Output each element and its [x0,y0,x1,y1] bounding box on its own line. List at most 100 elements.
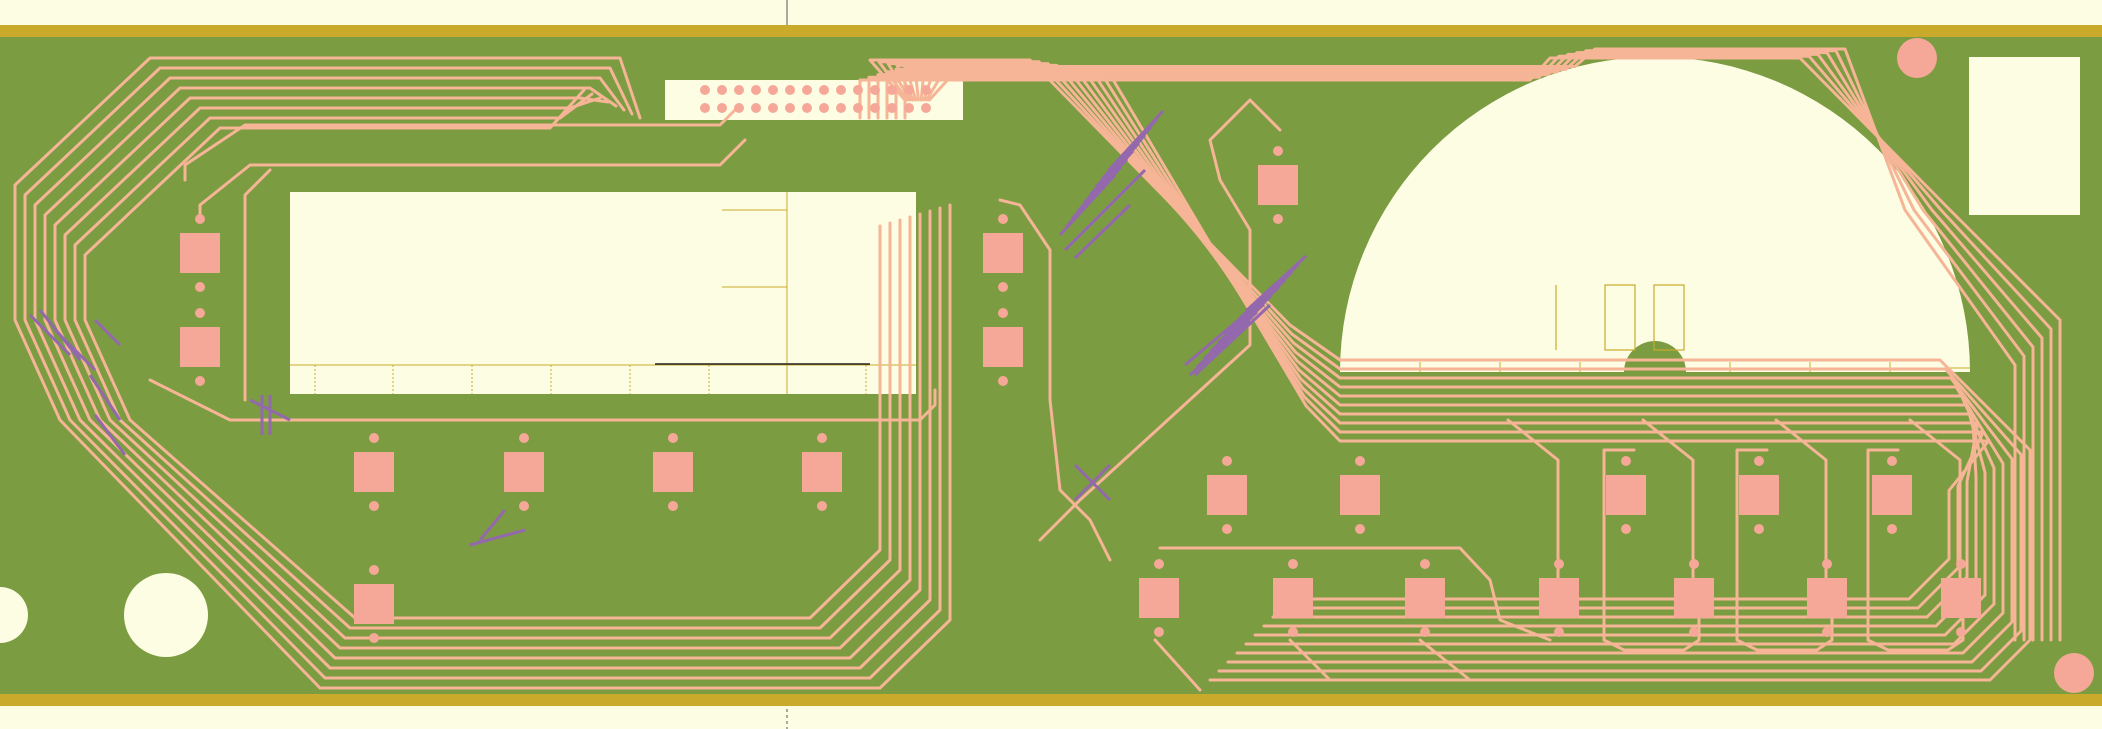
mounting-hole-bottom-left [124,573,208,657]
header-pins [700,85,931,113]
via [817,501,827,511]
header-pin [802,85,812,95]
header-pin [904,85,914,95]
via [668,501,678,511]
jumper-wire [93,318,122,347]
jumper-wire [1073,203,1132,260]
copper-trace [1418,638,1472,682]
gauge-center-notch [1624,341,1686,372]
smd-pad [1739,475,1779,515]
via [998,308,1008,318]
via [1222,456,1232,466]
copper-trace [885,51,2035,642]
header-pin [870,103,880,113]
header-pin [887,103,897,113]
via [369,633,379,643]
header-pin [785,103,795,113]
board-edge-top [0,25,2102,39]
copper-trace [1602,448,1701,652]
via [1355,524,1365,534]
header-pin [768,103,778,113]
copper-trace [1153,638,1202,692]
smd-pad [180,233,220,273]
copper-trace [903,47,2017,642]
copper-trace [43,86,922,660]
copper-trace [886,62,2014,664]
via [1273,214,1283,224]
copper-trace [877,60,2023,673]
copper-traces [13,47,2062,692]
via [1154,559,1164,569]
via [1822,559,1832,569]
via [1621,524,1631,534]
via [1154,627,1164,637]
jumper-wire [1073,463,1112,502]
gauge-dial-cutout [1340,57,1970,372]
header-pin [717,103,727,113]
header-pin [785,85,795,95]
copper-trace [23,66,942,680]
vias [195,146,1966,643]
mounting-hole-bottom-right [2054,653,2094,693]
copper-trace [1866,448,1965,652]
via [1420,627,1430,637]
via [1887,456,1897,466]
header-pin [802,103,812,113]
jumper-wire [1244,254,1308,313]
copper-trace [858,56,2062,642]
copper-trace [894,49,2026,642]
copper-trace [13,56,952,690]
copper-trace [1908,418,1962,602]
header-pin [717,85,727,95]
header-pin [751,85,761,95]
header-pin [734,103,744,113]
via [1288,559,1298,569]
header-pin [853,103,863,113]
jumper-wire [88,374,122,421]
via [1621,456,1631,466]
smd-pad [1539,578,1579,618]
jumper-wire [93,414,127,456]
via [1554,627,1564,637]
via [369,565,379,575]
via [1956,559,1966,569]
via [998,282,1008,292]
jumper-wire [478,509,507,541]
header-pin [836,85,846,95]
smd-pad [1258,165,1298,205]
copper-trace [73,92,892,630]
smd-pad [1405,578,1445,618]
mounting-hole-edge-left [0,587,28,643]
jumper-wire [28,313,72,357]
smd-pad [983,233,1023,273]
smd-pad [1941,578,1981,618]
copper-trace [1288,638,1332,682]
copper-trace [1158,546,1552,642]
copper-trace [867,54,2053,642]
via [1754,456,1764,466]
via [1956,627,1966,637]
smd-pad [802,452,842,492]
via [195,376,205,386]
jumper-wire [469,528,526,547]
via [1689,559,1699,569]
via [1273,146,1283,156]
via [195,214,205,224]
jumper-wires [28,109,1308,547]
header-pin [921,103,931,113]
copper-trace [1506,418,1560,602]
via [369,501,379,511]
copper-trace [148,378,937,422]
header-pin [836,103,846,113]
header-pin [768,85,778,95]
copper-trace [1774,418,1828,602]
display-window-cutout [290,192,916,394]
display-window-ruler [290,192,916,394]
copper-trace [83,88,882,620]
copper-trace [183,108,737,182]
via [519,433,529,443]
jumper-wire [1106,109,1165,173]
copper-trace [53,96,912,650]
via [817,433,827,443]
